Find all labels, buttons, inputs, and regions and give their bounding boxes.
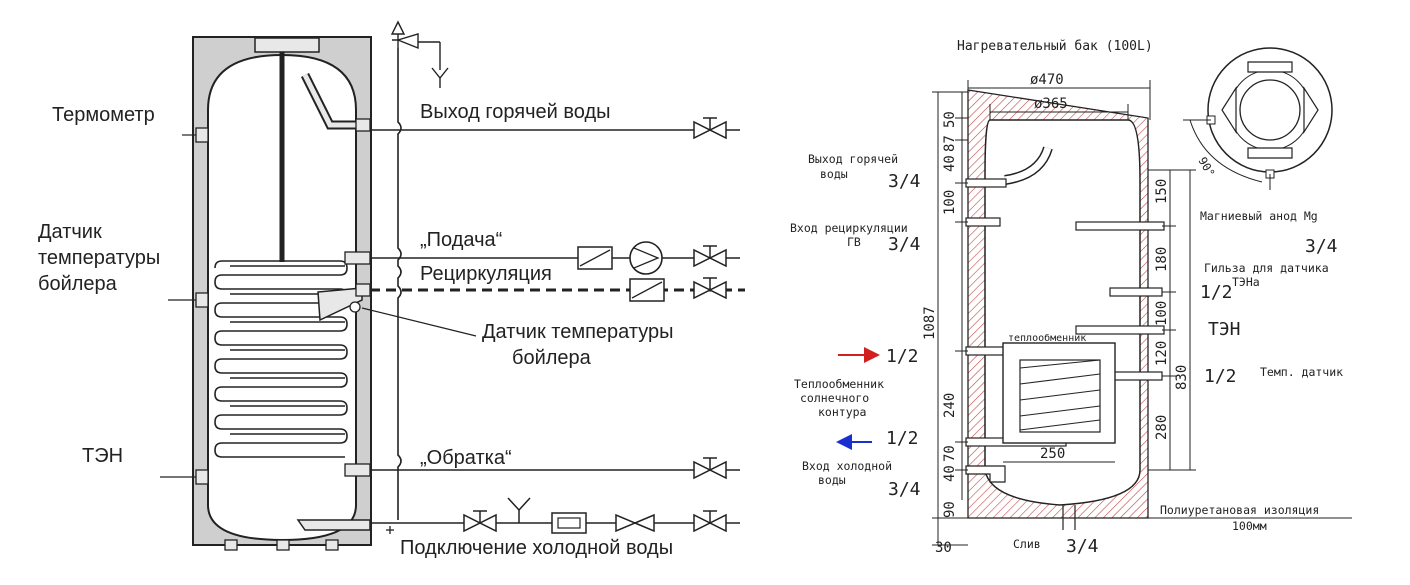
dim-v90: 90: [942, 501, 958, 518]
safety-riser: [397, 48, 402, 520]
label-sleeve-2: ТЭНа: [1232, 275, 1260, 289]
label-supply: „Подача“: [420, 229, 502, 251]
size-solar-out: 1/2: [886, 428, 919, 449]
label-recirc: Рециркуляция: [420, 263, 552, 285]
dim-v150: 150: [1154, 179, 1170, 204]
dim-v240: 240: [942, 393, 958, 418]
label-recirc-right-2: ГВ: [847, 235, 861, 249]
dim-v120: 120: [1154, 341, 1170, 366]
size-recirc: 3/4: [888, 234, 921, 255]
dim-v50: 50: [942, 111, 958, 128]
size-sleeve: 1/2: [1200, 282, 1233, 303]
label-recirc-right-1: Вход рециркуляции: [790, 221, 908, 235]
dim-v87: 87: [942, 135, 958, 152]
label-sensor-callout-2: бойлера: [512, 347, 592, 369]
label-return: „Обратка“: [420, 447, 512, 469]
label-boiler-sensor-2: температуры: [38, 247, 160, 269]
dim-v40b: 40: [942, 465, 958, 482]
right-labels: Нагревательный бак (100L) Выход горячей …: [790, 39, 1343, 557]
label-drain: Слив: [1013, 537, 1041, 551]
tank-title: Нагревательный бак (100L): [957, 39, 1153, 54]
dim-d470: ø470: [1030, 72, 1064, 88]
dim-d250: 250: [1040, 446, 1065, 462]
dim-v40: 40: [942, 155, 958, 172]
top-view: [1183, 47, 1333, 190]
label-insulation-1: Полиуретановая изоляция: [1160, 503, 1319, 517]
label-solar-3: контура: [818, 405, 866, 419]
label-boiler-sensor-1: Датчик: [38, 221, 102, 243]
label-cold-in: Подключение холодной воды: [400, 537, 673, 559]
cold-inlet-pipe: [296, 519, 371, 531]
label-ten-left: ТЭН: [82, 445, 123, 467]
label-anode: Магниевый анод Mg: [1200, 209, 1318, 223]
label-solar-1: Теплообменник: [794, 377, 884, 391]
label-solar-2: солнечного: [800, 391, 869, 405]
label-hot-out-right-1: Выход горячей: [808, 152, 898, 166]
label-temp-sensor: Темп. датчик: [1260, 365, 1343, 379]
dimension-labels: ø470 ø365 250 50 87 40 100 1087 240 70 4…: [922, 72, 1190, 556]
dim-v180: 180: [1154, 247, 1170, 272]
dim-v830: 830: [1174, 365, 1190, 390]
label-sleeve-1: Гильза для датчика: [1204, 261, 1329, 275]
label-hot-out-right-2: воды: [820, 167, 848, 181]
label-sensor-callout-1: Датчик температуры: [482, 321, 674, 343]
left-labels: Термометр Датчик температуры бойлера ТЭН…: [38, 101, 674, 559]
left-boiler-schematic: [160, 20, 745, 551]
label-hot-out: Выход горячей воды: [420, 101, 611, 123]
label-cold-right-1: Вход холодной: [802, 459, 892, 473]
size-solar-in: 1/2: [886, 346, 919, 367]
label-insulation-2: 100мм: [1232, 519, 1267, 533]
size-anode: 3/4: [1305, 236, 1338, 257]
size-temp-sensor: 1/2: [1204, 366, 1237, 387]
dim-v1087: 1087: [922, 306, 938, 340]
inner-tank: [207, 53, 357, 542]
dim-v30: 30: [935, 540, 952, 556]
top-flange: [254, 37, 320, 53]
sensor-sleeve: [317, 287, 363, 322]
right-tank-drawing: [836, 47, 1352, 546]
size-drain: 3/4: [1066, 536, 1099, 557]
size-hot-out: 3/4: [888, 171, 921, 192]
dim-v70: 70: [942, 445, 958, 462]
label-heat-exchanger: теплообменник: [1008, 332, 1086, 344]
label-boiler-sensor-3: бойлера: [38, 273, 118, 295]
dim-v280: 280: [1154, 415, 1170, 440]
label-cold-right-2: воды: [818, 473, 846, 487]
size-cold: 3/4: [888, 479, 921, 500]
label-thermometer: Термометр: [52, 104, 155, 126]
dim-v100b: 100: [1154, 301, 1170, 326]
label-ten-right: ТЭН: [1208, 319, 1241, 340]
dim-d365: ø365: [1034, 96, 1068, 112]
dim-v100: 100: [942, 190, 958, 215]
